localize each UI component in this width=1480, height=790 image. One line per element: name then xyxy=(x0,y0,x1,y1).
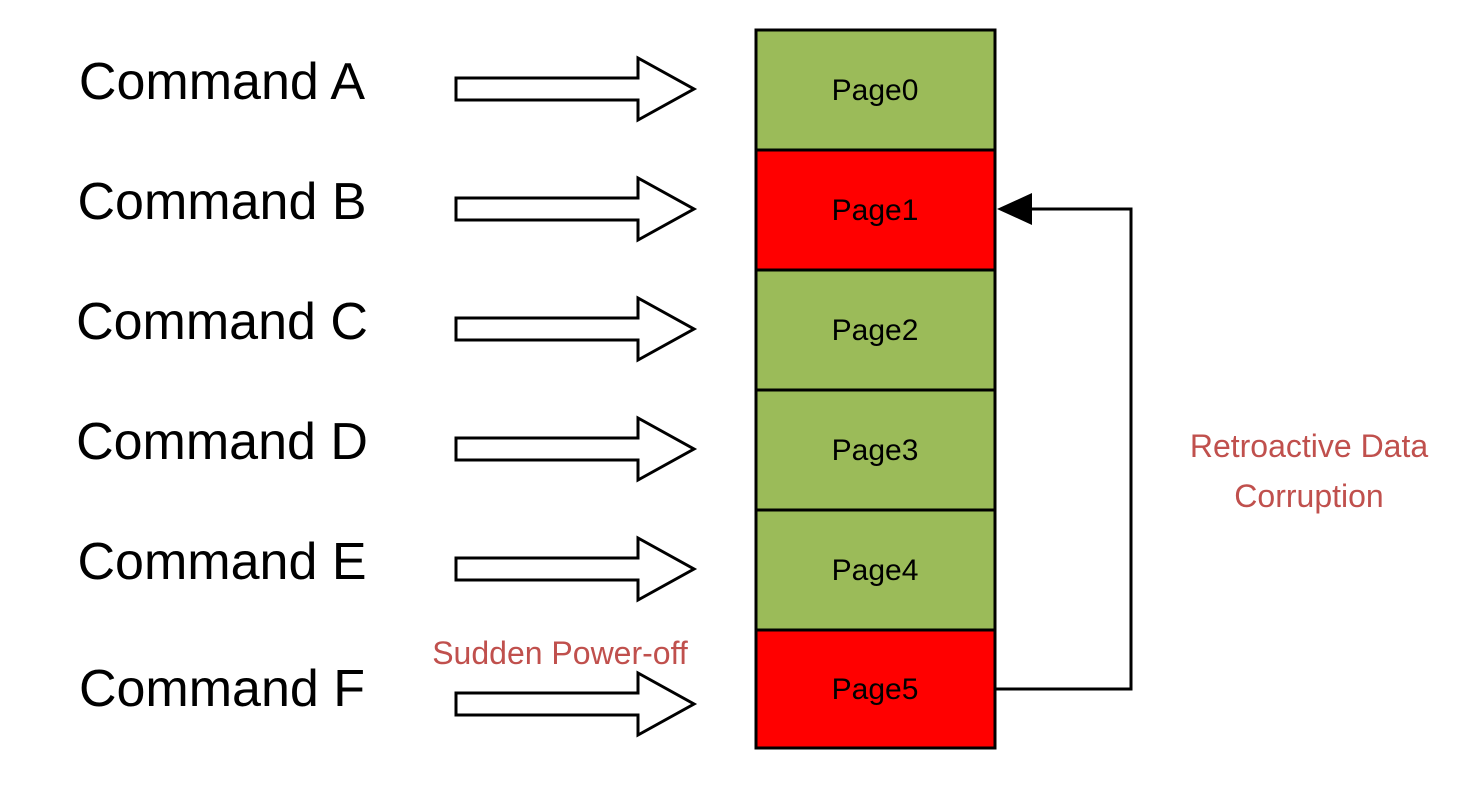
page-0-block xyxy=(754,28,997,152)
arrow-b-icon xyxy=(454,175,698,243)
command-c-label: Command C xyxy=(76,293,368,351)
retroactive-corruption-label-line2: Corruption xyxy=(1234,478,1383,514)
command-a-label: Command A xyxy=(79,53,365,111)
page-1-block xyxy=(754,148,997,272)
command-b-label: Command B xyxy=(78,173,367,231)
arrow-c-icon xyxy=(454,295,698,363)
command-e-label: Command E xyxy=(78,533,367,591)
retroactive-arrowhead-icon xyxy=(997,193,1032,225)
page-5-block xyxy=(754,628,997,750)
arrow-a-icon xyxy=(454,55,698,123)
arrow-d-icon xyxy=(454,415,698,483)
page-4-label: Page4 xyxy=(832,554,919,587)
command-labels: Command A Command B Command C Command D … xyxy=(76,53,368,718)
page-2-block xyxy=(754,268,997,392)
retroactive-connector-line xyxy=(995,207,1133,691)
retroactive-corruption-label-line1: Retroactive Data xyxy=(1190,428,1429,464)
page-5-label: Page5 xyxy=(832,673,919,706)
command-arrows xyxy=(454,55,698,738)
page-stack: Page0 Page1 Page2 Page3 Page4 Page5 xyxy=(754,28,997,750)
retroactive-connector xyxy=(995,193,1133,691)
page-0-label: Page0 xyxy=(832,74,919,107)
page-2-label: Page2 xyxy=(832,314,919,347)
arrow-e-icon xyxy=(454,535,698,603)
command-d-label: Command D xyxy=(76,413,368,471)
page-3-block xyxy=(754,388,997,512)
page-1-label: Page1 xyxy=(832,194,919,227)
arrow-f-icon xyxy=(454,670,698,738)
sudden-power-off-label: Sudden Power-off xyxy=(432,635,688,671)
page-3-label: Page3 xyxy=(832,434,919,467)
command-f-label: Command F xyxy=(79,660,365,718)
